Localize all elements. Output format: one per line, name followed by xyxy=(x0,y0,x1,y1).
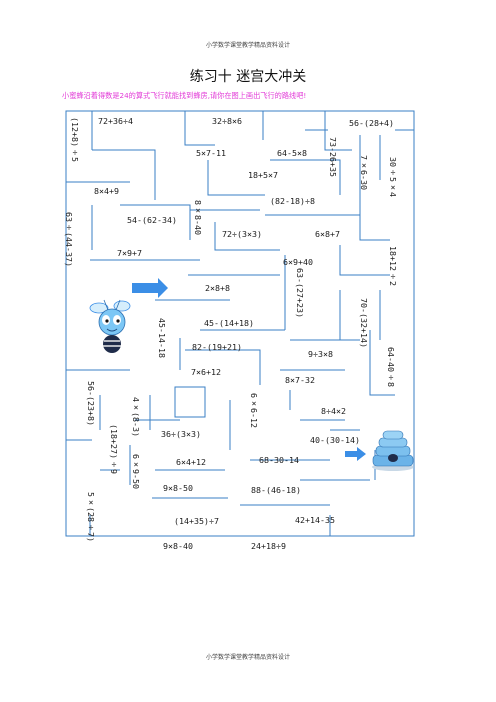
maze-expression: 6×8+7 xyxy=(315,229,340,239)
maze-expression: 8×4+9 xyxy=(94,186,119,196)
maze-expression: 40-(30-14) xyxy=(310,435,360,445)
maze-expression: 7×6-30 xyxy=(359,155,369,190)
arrow-right-icon xyxy=(132,278,168,298)
maze-expression: (82-18)÷8 xyxy=(270,196,315,206)
maze-expression: 45-(14+18) xyxy=(204,318,254,328)
maze-expression: 42+14-35 xyxy=(295,515,335,525)
maze-expression: 68-30-14 xyxy=(259,455,299,465)
page-footer: 小学数学课堂教学精品资料设计 xyxy=(205,654,290,661)
maze-expression: 7×6+12 xyxy=(191,367,221,377)
maze-expression: 24+18÷9 xyxy=(251,541,286,551)
maze-expression: 63÷(44-37) xyxy=(64,212,74,267)
maze-expression: 73-26+35 xyxy=(328,137,338,177)
maze-expression: 6×6-12 xyxy=(249,393,259,428)
maze-expression: 30÷5×4 xyxy=(388,157,398,197)
maze-expression: 9×8-50 xyxy=(163,483,193,493)
maze-expression: 63-(27+23) xyxy=(295,268,305,318)
maze-expression: 56-(28+4) xyxy=(349,118,394,128)
maze-expression: (14+35)÷7 xyxy=(174,516,219,526)
maze-expression: 72÷(3×3) xyxy=(222,229,262,239)
maze-expression: 6×9-50 xyxy=(131,454,141,489)
maze-expression: 88-(46-18) xyxy=(251,485,301,495)
maze-expression: 8÷4×2 xyxy=(321,406,346,416)
arrow-right-icon xyxy=(345,447,366,461)
page-header: 小学数学课堂教学精品资料设计 xyxy=(205,42,290,49)
maze-expression: 8×7-32 xyxy=(285,375,315,385)
maze-expression: 9÷3×8 xyxy=(308,349,333,359)
maze-expression: 6×4+12 xyxy=(176,457,206,467)
maze-expression: (12+8)÷5 xyxy=(70,117,80,162)
maze-expression: 36÷(3×3) xyxy=(161,429,201,439)
maze-expression: 7×9+7 xyxy=(117,248,142,258)
beehive-icon xyxy=(372,430,414,471)
bee-icon xyxy=(89,299,131,353)
maze-expression: 54-(62-34) xyxy=(127,215,177,225)
maze-expression: 56-(23+8) xyxy=(86,381,96,426)
instruction-text: 小蜜蜂沿着得数是24的算式飞行就能找到蜂房,请你在图上画出飞行的路线吧! xyxy=(62,91,307,100)
maze-expression: 5×7-11 xyxy=(196,148,226,158)
maze-expression: (18+27)÷9 xyxy=(109,424,119,474)
maze-expression: 70-(32+14) xyxy=(359,298,369,348)
maze-expression: 8×8-40 xyxy=(193,200,203,235)
maze-expression: 6×9+40 xyxy=(283,257,313,267)
page-title: 练习十 迷宫大冲关 xyxy=(189,69,307,85)
maze-inner-walls xyxy=(66,111,414,536)
maze-outer-wall xyxy=(65,110,415,537)
maze-expression: 32÷8×6 xyxy=(212,116,242,126)
maze-expression: 18+5×7 xyxy=(248,170,278,180)
maze-expression: 72+36÷4 xyxy=(98,116,133,126)
maze-expression: 9×8-40 xyxy=(163,541,193,551)
maze-expression: 82-(19+21) xyxy=(192,342,242,352)
maze-expression: 64-5×8 xyxy=(277,148,307,158)
maze-expression: 64-40÷8 xyxy=(386,347,396,387)
maze-expression: 4×(8-3) xyxy=(131,397,141,437)
maze-expression: 18+12÷2 xyxy=(388,246,398,286)
maze-expression: 45-14-18 xyxy=(157,318,167,358)
maze-expression: 5×(28÷7) xyxy=(86,492,96,542)
maze-expression: 2×8+8 xyxy=(205,283,230,293)
